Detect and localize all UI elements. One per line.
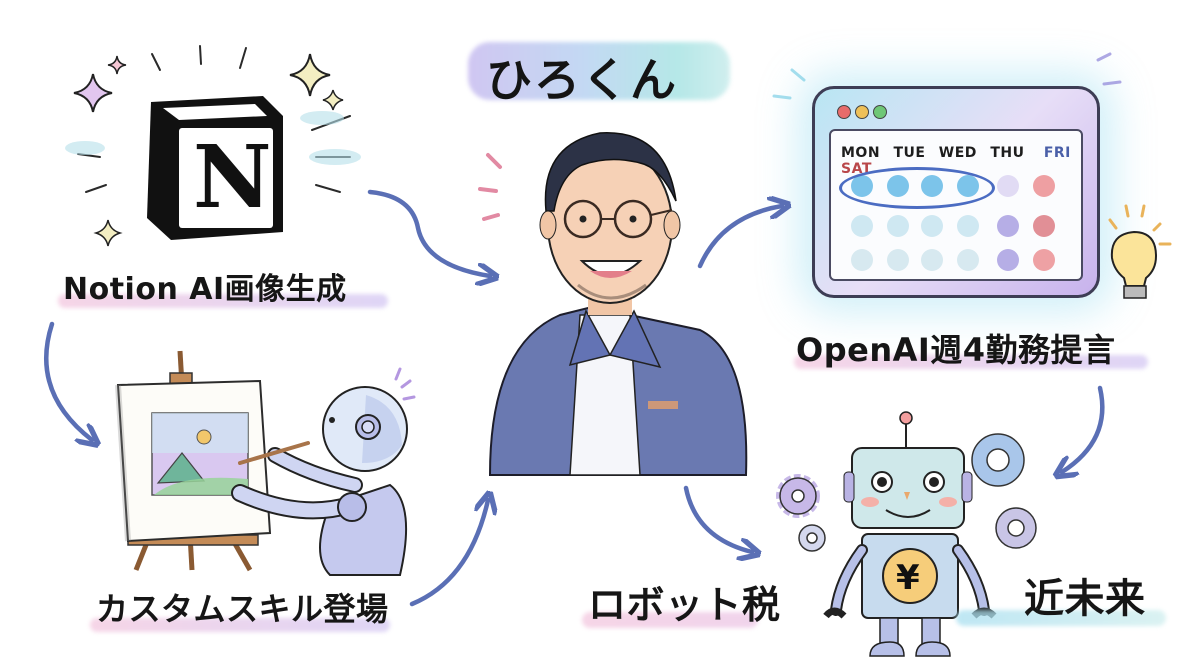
arrow-calendar-to-robot: [1062, 385, 1105, 472]
day-tue: TUE: [893, 145, 926, 161]
near-future-label: 近未来: [1024, 576, 1146, 622]
sparkle-rays-decoration: [65, 45, 361, 247]
custom-skill-label-wash: [90, 618, 390, 632]
gear-icons: [776, 433, 1037, 552]
yen-symbol: ¥: [896, 558, 920, 598]
arrow-person-to-calendar: [697, 206, 782, 269]
near-future-label-wash: [956, 610, 1166, 626]
openai-four-day-label: OpenAI週4勤務提言: [796, 331, 1116, 369]
day-mon: MON: [841, 145, 881, 161]
day-thu: THU: [990, 145, 1025, 161]
robot-tax-label-wash: [582, 612, 758, 628]
custom-skill-label: カスタムスキル登場: [96, 590, 389, 628]
notion-label-wash: [58, 294, 388, 308]
day-wed: WED: [938, 145, 977, 161]
title-watercolor-wash: [468, 42, 730, 100]
arrow-notion-to-skill: [44, 321, 92, 440]
page-title: ひろくん: [486, 53, 678, 107]
window-minimize-dot: [855, 105, 869, 119]
window-maximize-dot: [873, 105, 887, 119]
yen-robot-illustration: [776, 411, 1037, 657]
window-close-dot: [837, 105, 851, 119]
robot-tax-label: ロボット税: [588, 583, 781, 627]
robot-painter-illustration: [115, 350, 416, 576]
hirokun-portrait: [478, 132, 748, 476]
notion-ai-label: Notion AI画像生成: [63, 272, 347, 307]
arrow-person-to-robottax: [683, 485, 752, 552]
calendar-window: MON TUE WED THU FRI SAT: [812, 86, 1100, 298]
arrow-notion-to-person: [367, 189, 490, 276]
notion-logo-letter: N: [193, 127, 272, 228]
four-day-highlight-circle: [839, 167, 995, 209]
calendar-day-headers: MON TUE WED THU FRI SAT: [841, 145, 1081, 177]
arrow-skill-to-person: [409, 500, 488, 607]
day-fri: FRI: [1043, 145, 1071, 161]
calendar-grid: MON TUE WED THU FRI SAT: [829, 129, 1083, 281]
openai-label-wash: [794, 355, 1148, 369]
notion-logo: N: [133, 92, 293, 242]
lightbulb-icon: [1108, 204, 1172, 299]
